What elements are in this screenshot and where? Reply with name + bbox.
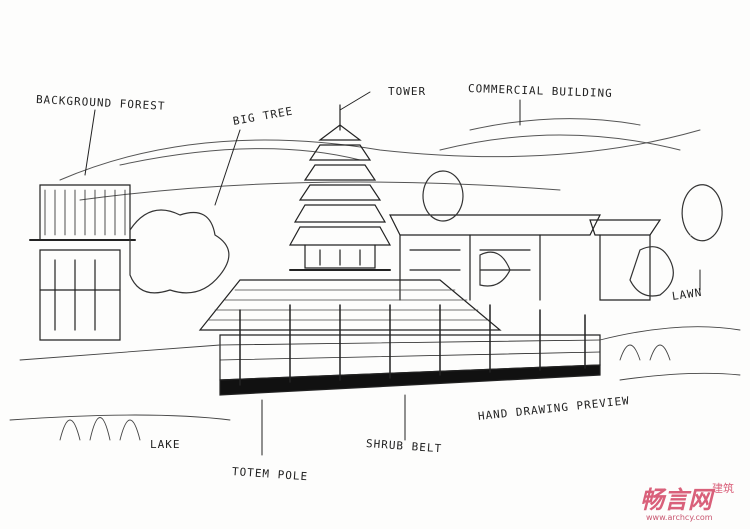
watermark-name: 畅言网 xyxy=(640,486,712,514)
watermark-suffix: 建筑 xyxy=(712,482,734,495)
leader-arrows xyxy=(84,91,701,456)
stepped-platform xyxy=(198,279,502,331)
ground-lines xyxy=(9,326,741,441)
commercial-building xyxy=(389,214,662,301)
label-lake: LAKE xyxy=(150,438,181,451)
watermark-url: www.archcy.com xyxy=(646,513,713,522)
left-building xyxy=(29,184,136,341)
watermark-logo: 畅言网建筑 www.archcy.com xyxy=(640,480,734,522)
deck xyxy=(219,304,601,396)
sky-swirls xyxy=(59,118,701,201)
pagoda-tower xyxy=(288,104,392,271)
trees xyxy=(129,170,723,297)
label-tower: TOWER xyxy=(388,85,427,98)
